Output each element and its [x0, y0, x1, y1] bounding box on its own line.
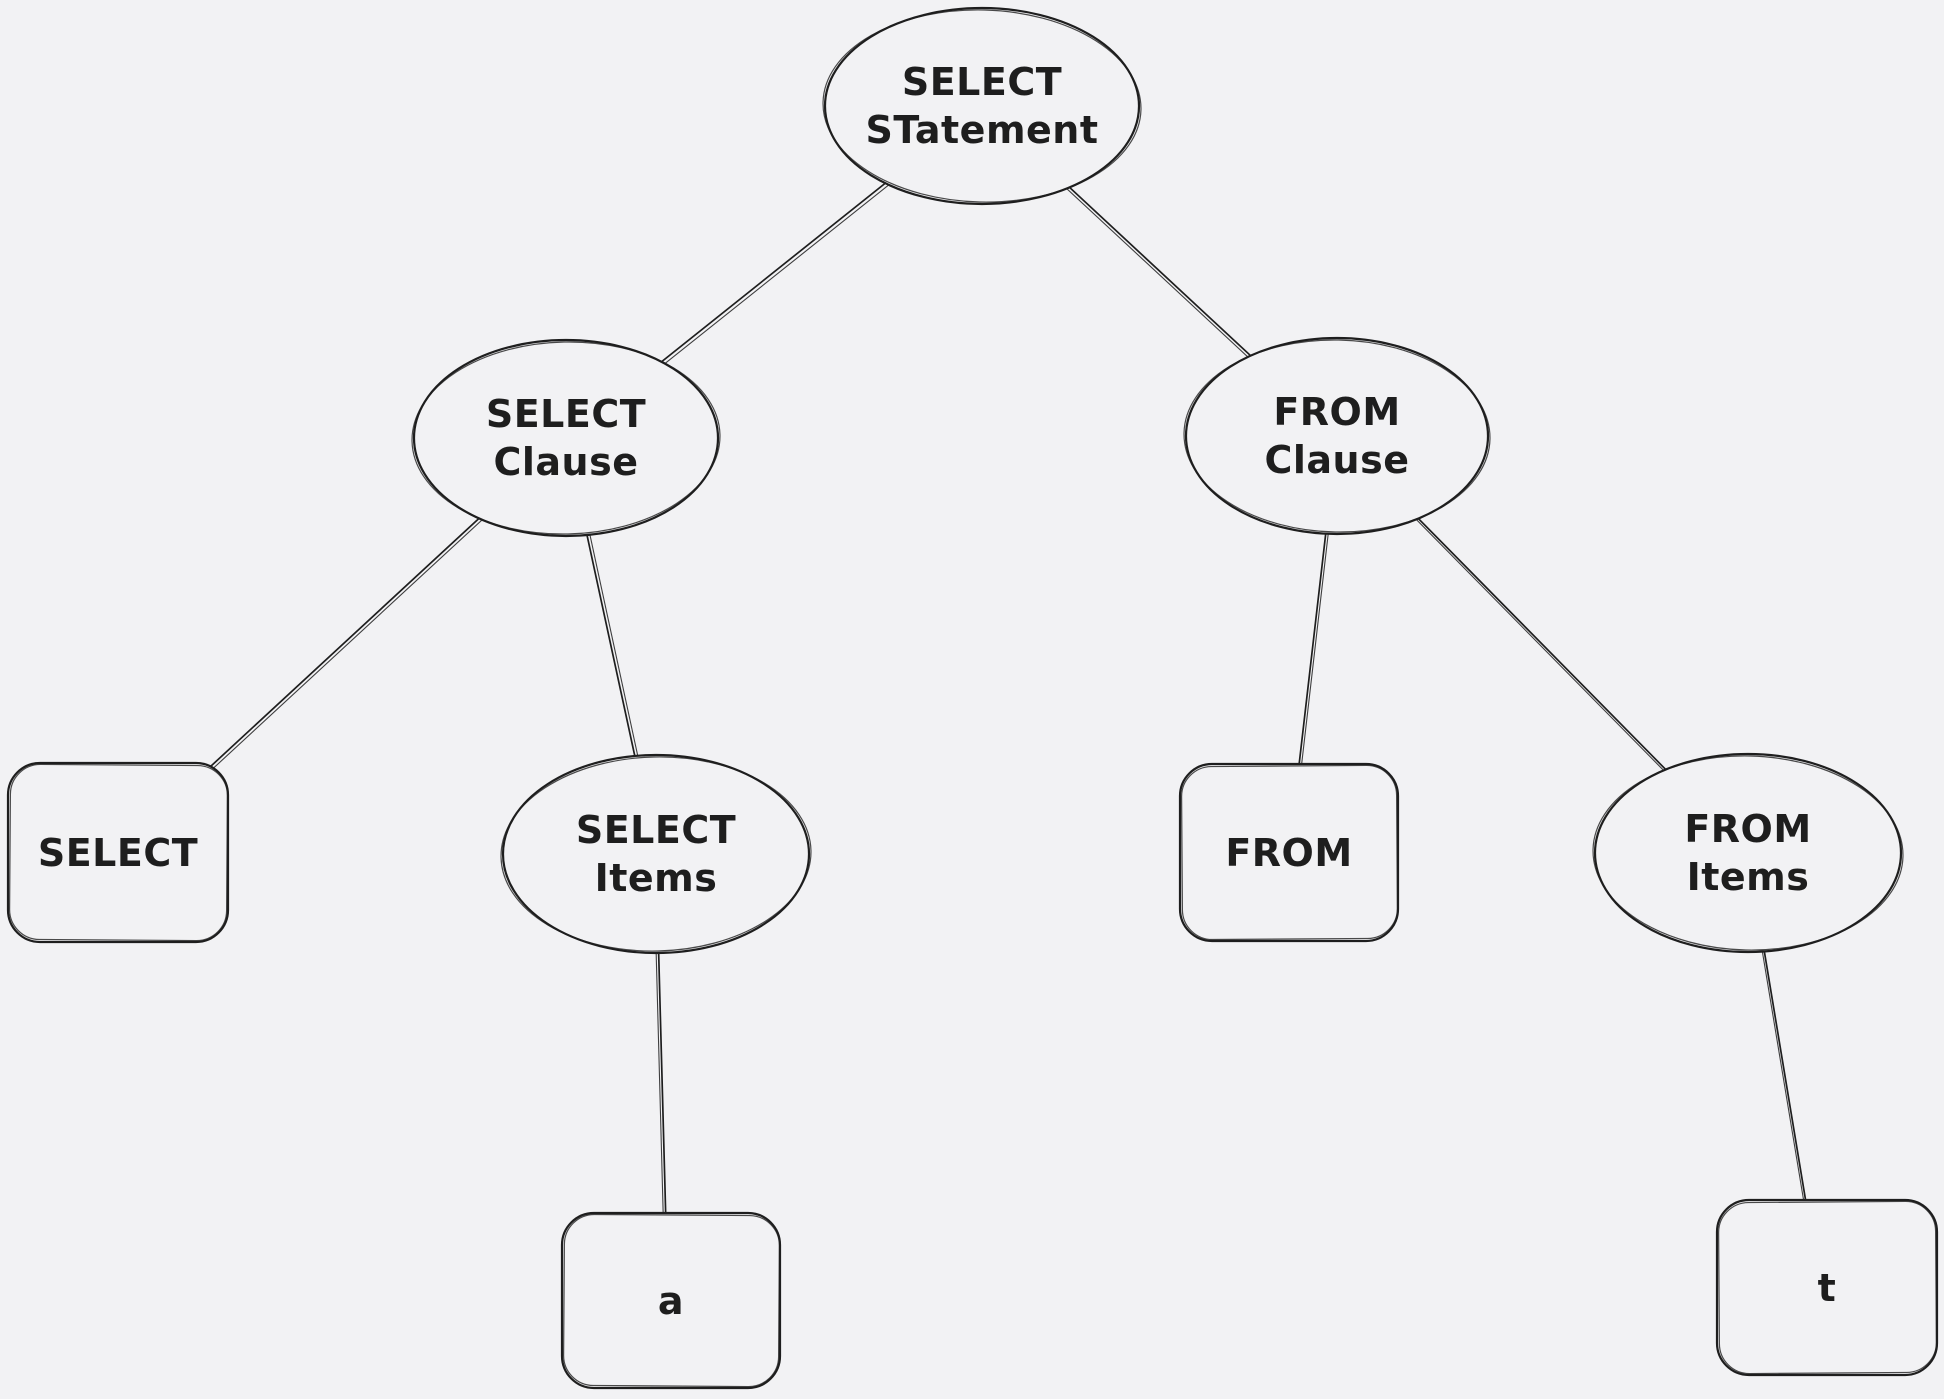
node-select-keyword: SELECT	[6, 761, 230, 944]
node-from-keyword-shape	[1178, 762, 1400, 943]
node-label: t	[1818, 1266, 1837, 1310]
node-item-a-overstroke	[563, 1213, 780, 1388]
node-select-items-shape	[501, 753, 811, 955]
node-select-statement-overstroke	[822, 9, 1142, 203]
node-select-clause-overstroke	[411, 341, 721, 535]
node-select-items-overstroke	[500, 756, 812, 952]
node-label: Clause	[494, 440, 639, 484]
node-select-statement-shape	[823, 6, 1141, 206]
node-select-keyword-overstroke	[8, 763, 228, 942]
node-from-clause-shape	[1184, 336, 1490, 536]
node-table-t-shape	[1715, 1198, 1939, 1377]
node-select-clause-shape	[412, 338, 720, 538]
node-from-items-overstroke	[1592, 755, 1904, 951]
node-from-keyword: FROM	[1178, 762, 1400, 943]
node-label: SELECT	[576, 808, 736, 852]
node-table-t-overstroke	[1718, 1200, 1937, 1375]
node-label: Clause	[1265, 438, 1410, 482]
node-item-a: a	[560, 1211, 782, 1390]
node-from-items-shape	[1593, 752, 1903, 954]
node-label: FROM	[1684, 807, 1811, 851]
node-select-keyword-shape	[6, 761, 230, 944]
node-from-items: FROM Items	[1592, 752, 1904, 954]
node-from-keyword-overstroke	[1181, 764, 1398, 941]
node-from-clause: FROM Clause	[1183, 336, 1491, 536]
node-label: Items	[1687, 855, 1810, 899]
node-table-t: t	[1715, 1198, 1939, 1377]
node-label: FROM	[1273, 390, 1400, 434]
node-label: SELECT	[486, 392, 646, 436]
node-select-statement: SELECT STatement	[822, 6, 1142, 206]
node-label: SELECT	[902, 60, 1062, 104]
node-item-a-shape	[560, 1211, 782, 1390]
node-label: Items	[595, 856, 718, 900]
node-select-items: SELECT Items	[500, 753, 812, 955]
node-label: STatement	[865, 108, 1098, 152]
node-label: FROM	[1225, 831, 1352, 875]
node-label: a	[658, 1279, 684, 1323]
node-from-clause-overstroke	[1183, 339, 1491, 533]
node-label: SELECT	[38, 831, 198, 875]
node-select-clause: SELECT Clause	[411, 338, 721, 538]
